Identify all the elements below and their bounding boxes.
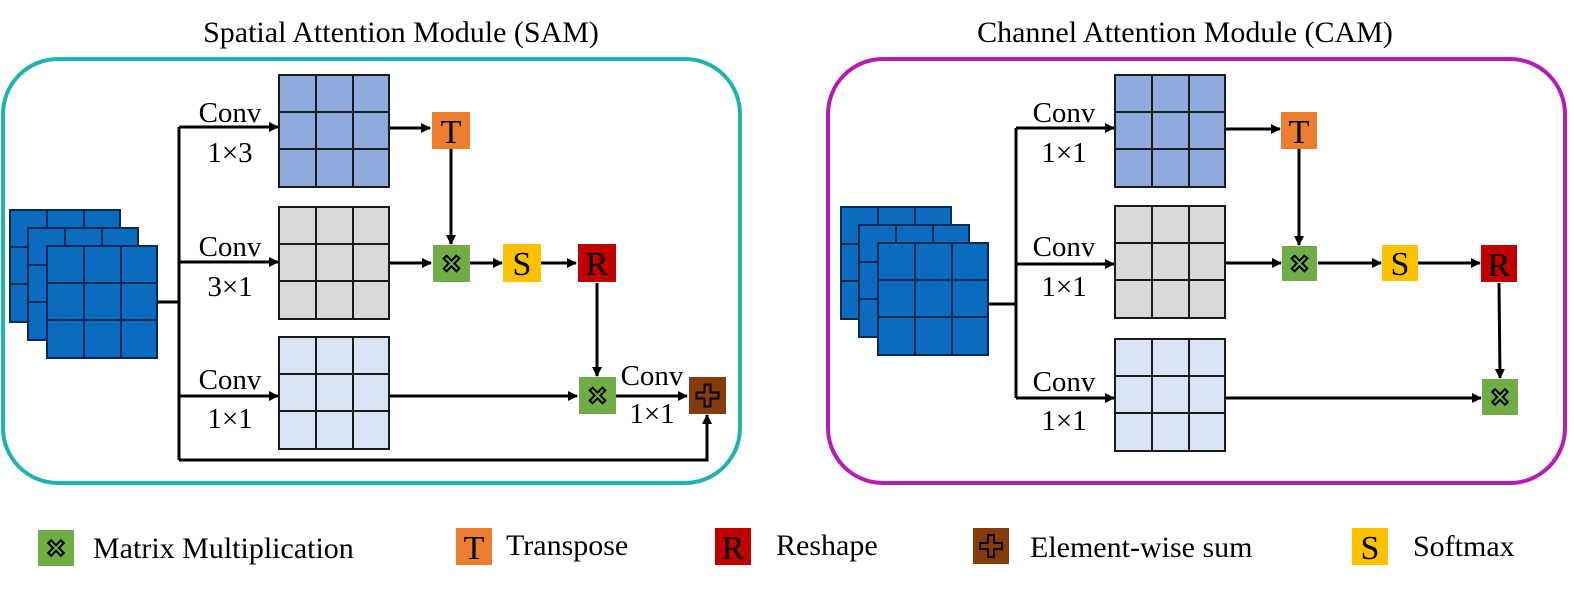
cam-matmul-2	[1482, 379, 1518, 415]
sam-matmul-1	[433, 245, 470, 282]
cam-transpose-letter: T	[1289, 114, 1310, 151]
cam-feature-sheet-3	[877, 242, 989, 356]
cam-conv-mid-kernel: 1×1	[1041, 271, 1086, 303]
sam-grid-top	[278, 74, 390, 188]
legend-reshape-letter: R	[722, 530, 745, 567]
legend-softmax-letter: S	[1361, 530, 1380, 567]
legend-matmul-label: Matrix Multiplication	[93, 532, 354, 565]
sam-reshape-box: R	[578, 244, 616, 283]
sam-wires	[157, 122, 712, 462]
sam-conv-mid-kernel: 3×1	[207, 271, 252, 303]
sam-conv-bot-kernel: 1×1	[207, 403, 252, 435]
sam-grid-bot	[278, 336, 390, 450]
sam-title: Spatial Attention Module (SAM)	[203, 16, 599, 49]
cam-grid-mid	[1114, 205, 1226, 319]
cam-conv-mid-label: Conv	[1033, 231, 1096, 263]
legend-item-reshape: R Reshape	[715, 528, 878, 567]
cam-softmax-box: S	[1382, 245, 1418, 283]
sam-transpose-letter: T	[441, 114, 462, 151]
sam-border	[1, 57, 742, 485]
sam-feature-sheet-3	[46, 245, 158, 359]
legend-reshape-label: Reshape	[776, 529, 878, 562]
sam-reshape-letter: R	[586, 246, 609, 283]
cam-grid-bot	[1114, 338, 1226, 452]
sam-grid-mid	[278, 206, 390, 320]
cam-conv-bot-label: Conv	[1033, 366, 1096, 398]
legend-item-elemsum: Element-wise sum	[973, 528, 1252, 564]
sam-conv-out-kernel: 1×1	[629, 398, 674, 430]
cam-module: Channel Attention Module (CAM)	[826, 16, 1567, 485]
sam-softmax-box: S	[503, 244, 541, 283]
sam-module: Spatial Attention Module (SAM)	[1, 16, 742, 485]
sam-transpose-box: T	[432, 112, 470, 151]
sam-elemsum-box	[689, 377, 726, 414]
cam-conv-top-kernel: 1×1	[1041, 137, 1086, 169]
sam-conv-bot-label: Conv	[199, 364, 262, 396]
cam-title: Channel Attention Module (CAM)	[977, 16, 1393, 49]
legend-elemsum-label: Element-wise sum	[1030, 531, 1252, 564]
cam-conv-top-label: Conv	[1033, 97, 1096, 129]
cam-matmul-1	[1282, 246, 1317, 281]
sam-conv-mid-label: Conv	[199, 231, 262, 263]
legend-item-transpose: T Transpose	[456, 528, 628, 567]
sam-softmax-letter: S	[513, 246, 532, 283]
sam-input-feature-stack	[9, 209, 158, 359]
legend-transpose-letter: T	[464, 530, 485, 567]
cam-grid-top	[1114, 74, 1226, 188]
sam-conv-out-label: Conv	[621, 360, 684, 392]
cam-reshape-letter: R	[1488, 247, 1511, 284]
cam-input-feature-stack	[840, 206, 989, 356]
cam-reshape-box: R	[1481, 245, 1517, 284]
cam-softmax-letter: S	[1391, 246, 1410, 283]
legend-item-softmax: S Softmax	[1352, 528, 1515, 567]
legend-softmax-label: Softmax	[1413, 530, 1515, 563]
legend-item-matmul: Matrix Multiplication	[38, 530, 354, 566]
legend: Matrix Multiplication T Transpose R Resh…	[38, 528, 1515, 567]
sam-conv-top-kernel: 1×3	[207, 137, 252, 169]
cam-conv-bot-kernel: 1×1	[1041, 405, 1086, 437]
cam-wires	[988, 123, 1505, 403]
cam-transpose-box: T	[1281, 112, 1317, 151]
legend-transpose-label: Transpose	[506, 529, 628, 562]
cam-border	[826, 57, 1567, 485]
sam-conv-top-label: Conv	[199, 97, 262, 129]
sam-matmul-2	[579, 377, 616, 414]
